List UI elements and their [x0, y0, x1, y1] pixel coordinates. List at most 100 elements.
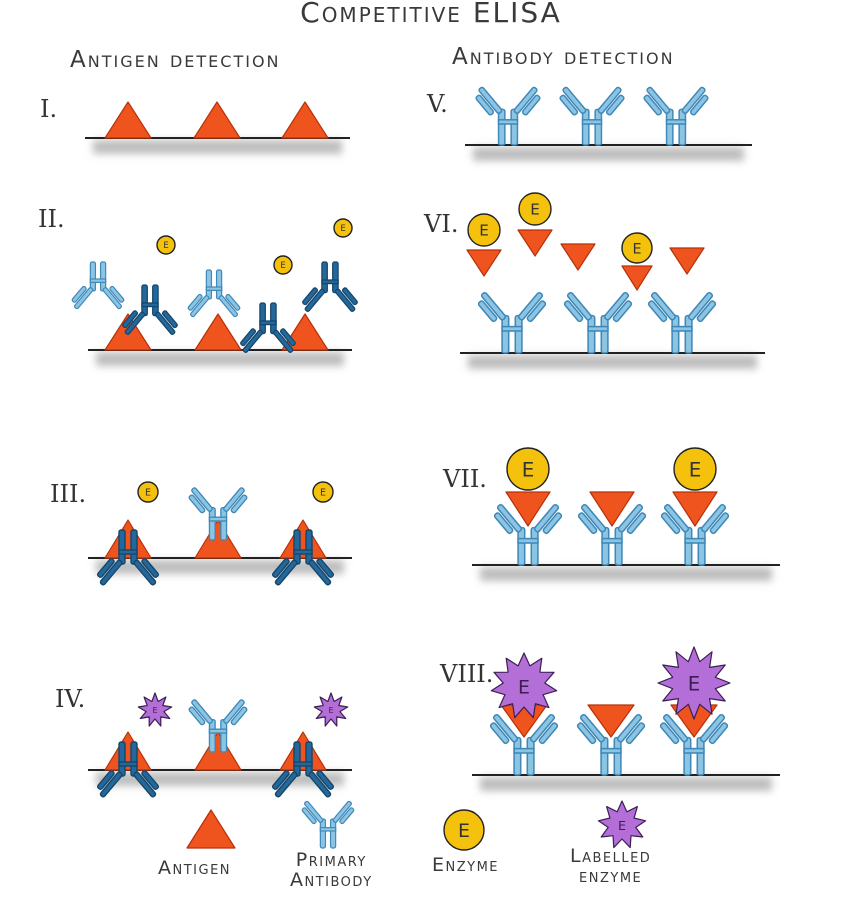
antibody-5a: [475, 86, 541, 146]
enzyme-6a: E: [467, 213, 501, 247]
antibody-2b: [122, 284, 178, 335]
legend-antibody-label: Primary Antibody: [290, 850, 373, 890]
svg-text:E: E: [163, 241, 168, 251]
step-label-2: II.: [38, 205, 65, 233]
free-antigen-6b: [517, 229, 553, 257]
legend-labelled-enzyme-label: Labelled enzyme: [570, 846, 651, 886]
legend-antigen-icon: [186, 809, 236, 849]
antibody-6a: [477, 291, 547, 354]
antibody-4b: [188, 699, 248, 753]
antibody-8b: [576, 713, 646, 776]
legend-labelled-line1: Labelled: [570, 845, 652, 867]
free-antigen-6c: [560, 243, 596, 271]
enzyme-7c: E: [673, 447, 717, 491]
antigen-1a: [104, 101, 152, 139]
legend-antibody-icon: [301, 800, 355, 849]
antigen-4b: [194, 731, 242, 771]
labelled-enzyme-8c: E: [657, 646, 731, 720]
step-label-6: VI.: [424, 210, 459, 238]
enzyme-3a: E: [137, 481, 159, 503]
antibody-3a: [96, 529, 160, 586]
surface-step-1: [85, 137, 350, 154]
svg-text:E: E: [530, 201, 540, 219]
antibody-5b: [559, 86, 625, 146]
antigen-4a: [104, 731, 152, 771]
enzyme-6d: E: [621, 232, 653, 264]
antibody-8a: [489, 713, 559, 776]
legend-enzyme-label: Enzyme: [432, 854, 500, 876]
antibody-5c: [643, 86, 709, 146]
antibody-2e: [302, 261, 358, 312]
svg-text:E: E: [145, 488, 151, 499]
antibody-2d: [240, 302, 296, 353]
antigen-2b: [194, 313, 242, 351]
step-label-4: IV.: [55, 685, 86, 713]
enzyme-7a: E: [506, 447, 550, 491]
diagram-title: Competitive ELISA: [300, 0, 562, 29]
antigen-1c: [281, 101, 329, 139]
free-antigen-6a: [466, 249, 502, 277]
surface-step-7: [472, 564, 780, 581]
legend-labelled-line2: enzyme: [579, 865, 643, 887]
enzyme-2a: E: [156, 235, 176, 255]
enzyme-6b: E: [518, 192, 552, 226]
antibody-3c: [271, 529, 335, 586]
antibody-4a: [96, 741, 160, 798]
free-antigen-6d: [621, 265, 653, 291]
svg-text:E: E: [340, 224, 345, 234]
antigen-3a: [104, 519, 152, 559]
bound-antigen-7a: [505, 491, 551, 527]
surface-step-5: [465, 144, 752, 161]
antibody-2c: [187, 269, 241, 318]
antibody-8c: [659, 713, 729, 776]
svg-text:E: E: [280, 261, 285, 271]
labelled-enzyme-8a: E: [490, 652, 558, 719]
legend-antibody-line1: Primary: [295, 849, 367, 871]
enzyme-3c: E: [312, 481, 334, 503]
legend-enzyme-icon: E: [443, 809, 485, 851]
antigen-4c: [279, 731, 327, 771]
svg-text:E: E: [618, 818, 626, 833]
antibody-4c: [271, 741, 335, 798]
antigen-3b: [194, 519, 242, 559]
svg-text:E: E: [458, 820, 470, 842]
antibody-3b: [188, 487, 248, 541]
surface-step-2: [88, 349, 352, 366]
enzyme-2c: E: [333, 218, 353, 238]
antibody-6c: [647, 291, 717, 354]
antibody-7b: [577, 503, 647, 566]
step-label-7: VII.: [443, 465, 487, 493]
step-label-1: I.: [40, 95, 58, 123]
surface-step-8: [472, 774, 780, 791]
antigen-detection-heading: Antigen detection: [70, 47, 281, 73]
legend-labelled-enzyme-icon: E: [597, 800, 647, 849]
bound-antigen-7b: [589, 491, 635, 527]
antigen-1b: [193, 101, 241, 139]
labelled-enzyme-4a: E: [137, 692, 173, 727]
step-label-5: V.: [427, 90, 448, 118]
svg-text:E: E: [522, 458, 535, 481]
free-antigen-6e: [669, 247, 705, 275]
svg-text:E: E: [688, 673, 701, 696]
svg-text:E: E: [632, 241, 641, 257]
svg-text:E: E: [328, 705, 333, 715]
legend-antigen-label: Antigen: [158, 857, 232, 879]
svg-text:E: E: [689, 458, 702, 481]
step-label-8: VIII.: [440, 660, 494, 688]
svg-text:E: E: [320, 488, 326, 499]
antibody-detection-heading: Antibody detection: [452, 44, 675, 70]
antibody-2a: [71, 261, 125, 310]
svg-text:E: E: [518, 676, 530, 698]
bound-antigen-7c: [672, 491, 718, 527]
step-label-3: III.: [50, 480, 87, 508]
legend-antibody-line2: Antibody: [290, 869, 373, 891]
svg-text:E: E: [479, 222, 489, 240]
surface-step-6: [460, 352, 765, 369]
enzyme-2b: E: [273, 255, 293, 275]
bound-antigen-8b: [587, 704, 635, 738]
svg-text:E: E: [152, 705, 157, 715]
labelled-enzyme-4c: E: [313, 692, 349, 727]
antigen-3c: [279, 519, 327, 559]
antibody-6b: [563, 291, 633, 354]
